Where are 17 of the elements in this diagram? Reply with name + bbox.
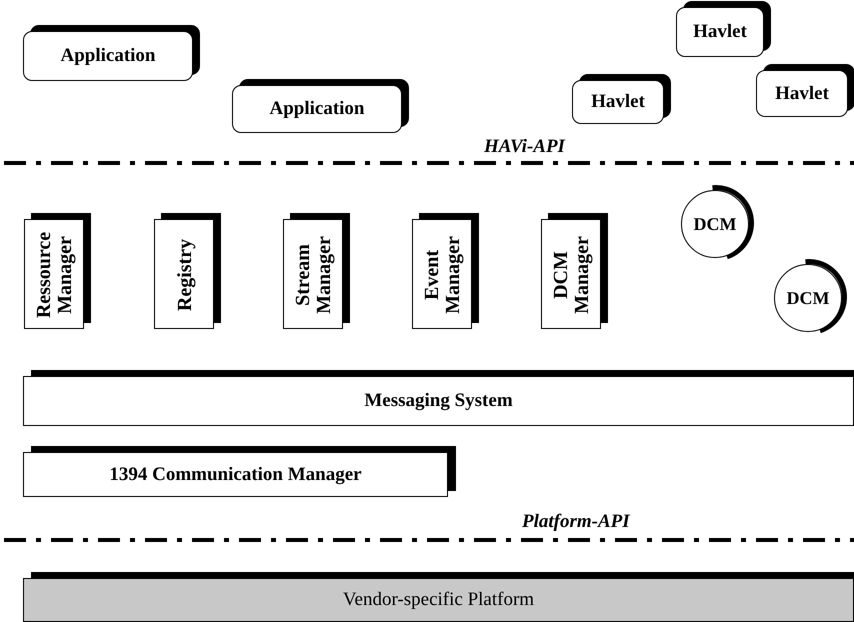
dcm-circle: DCM [774,264,842,332]
manager-box: 1394 Communication Manager [23,452,448,497]
api-label: HAVi-API [484,136,565,158]
component-box: Havlet [676,7,764,57]
platform-bar: Vendor-specific Platform [23,578,854,622]
manager-box: Registry [154,219,214,329]
dcm-circle: DCM [681,190,749,258]
component-box: Havlet [756,70,848,117]
component-box: Havlet [572,80,664,124]
component-box: Application [23,31,193,81]
layer-bar: Messaging System [23,376,854,426]
manager-box: Stream Manager [283,219,343,329]
manager-box: DCM Manager [541,219,601,329]
manager-box: Ressource Manager [24,219,84,329]
manager-box: Event Manager [412,219,472,329]
component-box: Application [232,85,402,133]
api-label: Platform-API [522,511,630,533]
